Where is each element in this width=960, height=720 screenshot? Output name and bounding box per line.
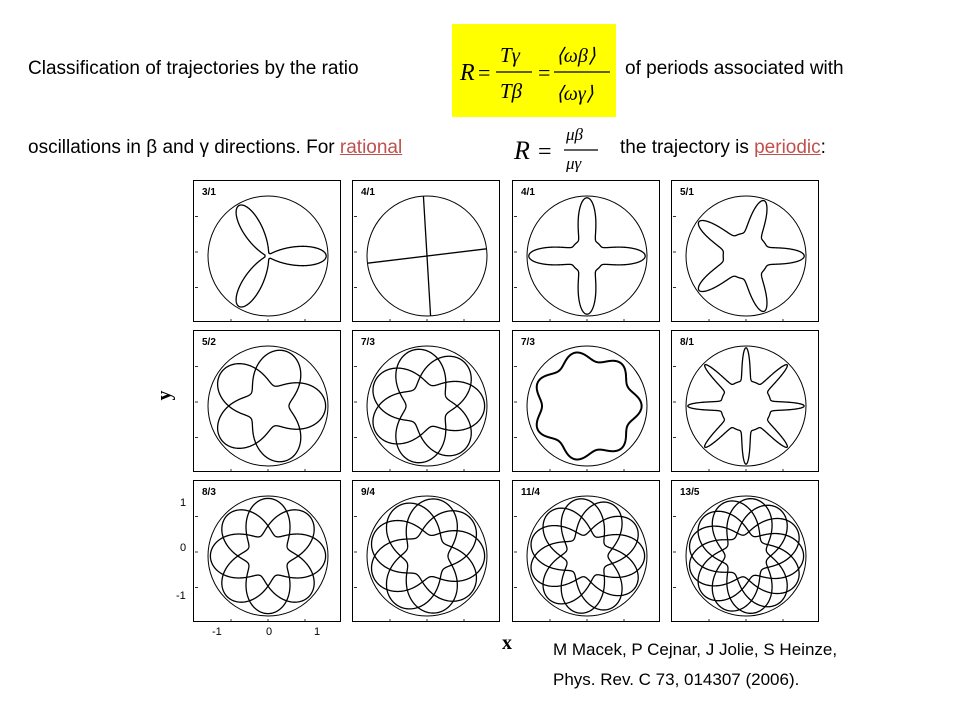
- trajectory-curve: [528, 197, 646, 315]
- periodic-link[interactable]: periodic: [754, 137, 821, 158]
- trajectory-plot: [514, 195, 648, 322]
- y-tick-1: 1: [180, 497, 187, 509]
- panel-ratio-label: 5/1: [680, 187, 694, 198]
- trajectory-panel: 8/1: [671, 330, 819, 472]
- rational-num: μβ: [565, 125, 584, 144]
- trajectory-curve: [216, 349, 327, 463]
- trajectory-plot: [195, 495, 329, 622]
- formula-den2: ⟨ωγ⟩: [556, 83, 594, 105]
- trajectory-plot: [673, 495, 807, 622]
- y-tick-0: 0: [180, 542, 187, 554]
- intro-text-start: Classification of trajectories by the ra…: [28, 58, 359, 79]
- panel-ratio-label: 8/1: [680, 337, 694, 348]
- trajectory-plot: [354, 495, 488, 622]
- boundary-circle: [685, 195, 807, 317]
- trajectory-panel: 7/3: [512, 330, 660, 472]
- citation-journal: Phys. Rev. C 73, 014307 (2006).: [553, 670, 800, 689]
- line2-mid: the trajectory is: [620, 137, 749, 158]
- trajectory-panel: 5/1: [671, 180, 819, 322]
- boundary-circle: [207, 345, 329, 467]
- trajectory-plot: [673, 195, 807, 322]
- trajectory-curve: [209, 497, 327, 615]
- y-axis-label: y: [153, 390, 176, 401]
- boundary-circle: [366, 345, 488, 467]
- panel-ratio-label: 3/1: [202, 187, 216, 198]
- trajectory-curve: [367, 195, 487, 317]
- boundary-circle: [366, 495, 488, 617]
- trajectory-panel: 11/4: [512, 480, 660, 622]
- trajectory-curve: [688, 498, 805, 614]
- trajectory-plot: [195, 345, 329, 472]
- boundary-circle: [366, 195, 488, 317]
- intro-text-end: of periods associated with: [625, 58, 844, 79]
- x-tick-1: 1: [314, 626, 321, 638]
- panel-ratio-label: 9/4: [361, 487, 375, 498]
- formula-eq2: =: [538, 60, 550, 85]
- trajectory-curve: [370, 498, 486, 614]
- boundary-circle: [526, 495, 648, 617]
- formula-eq1: =: [478, 60, 490, 85]
- boundary-circle: [685, 495, 807, 617]
- trajectory-panel: 5/2: [193, 330, 341, 472]
- trajectory-curve: [235, 204, 327, 308]
- x-tick-minus1: -1: [212, 626, 222, 638]
- trajectory-plot: [514, 495, 648, 622]
- panel-ratio-label: 7/3: [361, 337, 375, 348]
- ratio-formula-highlight: R = Tγ Tβ = ⟨ωβ⟩ ⟨ωγ⟩: [452, 24, 616, 117]
- trajectory-curve: [530, 498, 646, 614]
- rational-formula: R = μβ μγ: [513, 125, 598, 172]
- panel-ratio-label: 13/5: [680, 487, 700, 498]
- panel-ratio-label: 5/2: [202, 337, 216, 348]
- formula-den1: Tβ: [500, 79, 523, 103]
- boundary-circle: [207, 495, 329, 617]
- trajectory-plot: [673, 345, 807, 472]
- boundary-circle: [685, 345, 807, 467]
- trajectory-plot: [514, 345, 648, 472]
- trajectory-panel: 4/1: [352, 180, 500, 322]
- ratio-formula: R = Tγ Tβ = ⟨ωβ⟩ ⟨ωγ⟩: [459, 43, 610, 105]
- trajectory-curve: [372, 348, 486, 464]
- boundary-circle: [526, 195, 648, 317]
- x-tick-0: 0: [266, 626, 273, 638]
- y-tick-minus1: -1: [176, 590, 186, 602]
- trajectory-plot: [354, 345, 488, 472]
- formula-lhs: R: [459, 60, 475, 86]
- trajectory-panel: 7/3: [352, 330, 500, 472]
- boundary-circle: [207, 195, 329, 317]
- trajectory-plot: [195, 195, 329, 322]
- formula-num1: Tγ: [500, 43, 521, 67]
- citation-authors: M Macek, P Cejnar, J Jolie, S Heinze,: [553, 640, 838, 659]
- trajectory-curve: [697, 199, 805, 313]
- trajectory-curve: [687, 347, 805, 465]
- trajectory-panel: 3/1: [193, 180, 341, 322]
- panel-ratio-label: 8/3: [202, 487, 216, 498]
- trajectory-panel: 4/1: [512, 180, 660, 322]
- rational-link[interactable]: rational: [339, 137, 403, 158]
- trajectory-panel: 8/3: [193, 480, 341, 622]
- rational-lhs: R: [513, 136, 530, 165]
- panel-ratio-label: 11/4: [521, 487, 540, 498]
- line2-colon: :: [820, 137, 826, 158]
- rational-den: μγ: [565, 154, 583, 172]
- intro-line2: oscillations in β and γ directions. For …: [28, 137, 402, 159]
- panel-ratio-label: 7/3: [521, 337, 535, 348]
- formula-num2: ⟨ωβ⟩: [556, 45, 596, 67]
- panel-ratio-label: 4/1: [361, 187, 375, 198]
- trajectory-panel: 9/4: [352, 480, 500, 622]
- x-axis-label: x: [502, 632, 512, 654]
- trajectory-panel: 13/5: [671, 480, 819, 622]
- rational-eq: =: [538, 139, 552, 165]
- intro-line2-end: the trajectory is periodic:: [620, 137, 826, 159]
- line2-start: oscillations in β and γ directions. For: [28, 137, 335, 158]
- panel-ratio-label: 4/1: [521, 187, 535, 198]
- trajectory-plot: [354, 195, 488, 322]
- trajectory-curve: [535, 351, 643, 461]
- boundary-circle: [526, 345, 648, 467]
